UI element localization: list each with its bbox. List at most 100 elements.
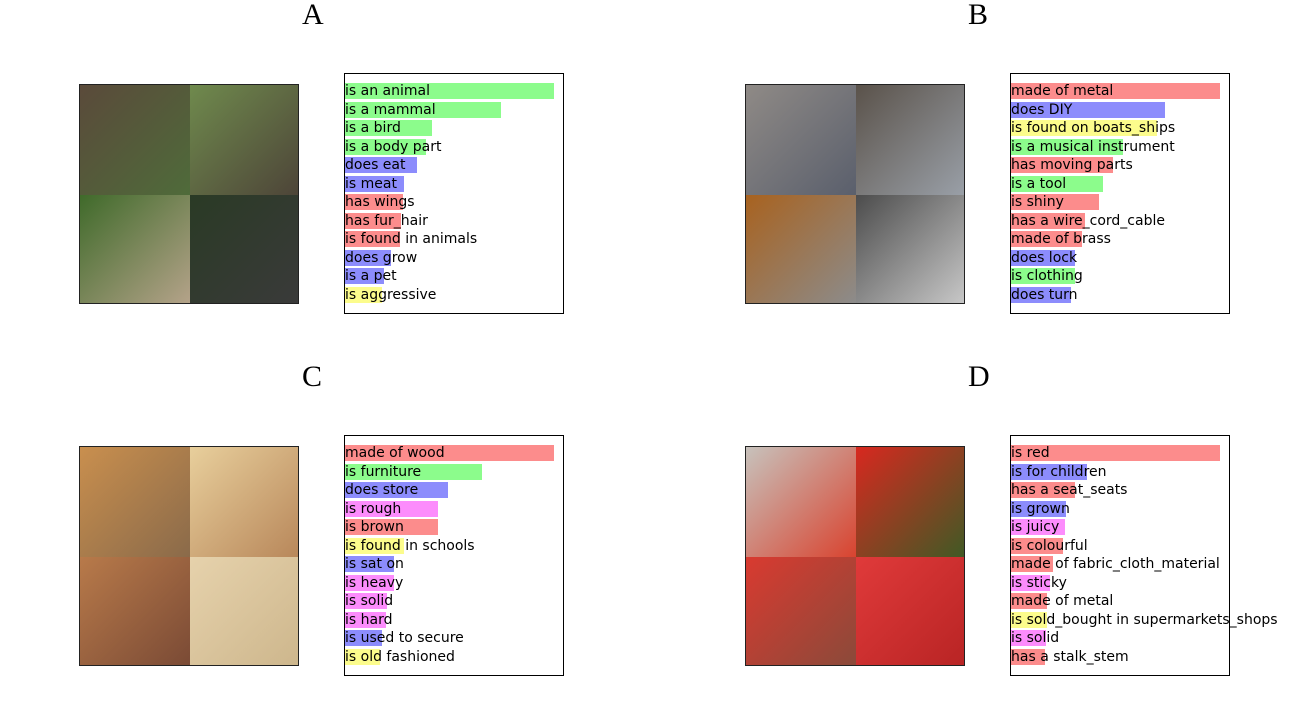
image-grid-c: [79, 446, 299, 666]
bar-label: is hard: [345, 611, 393, 628]
bar-row: does lock: [1011, 249, 1294, 266]
bar-fill: [345, 194, 403, 210]
bar-label: is a body part: [345, 138, 442, 155]
photo-vise: [746, 85, 856, 195]
panel-label-a: A: [302, 0, 324, 31]
bar-row: is for children: [1011, 463, 1294, 480]
bar-fill: [1011, 268, 1075, 284]
bar-label: made of fabric_cloth_material: [1011, 556, 1220, 572]
bar-fill: [345, 463, 482, 480]
bar-fill: [1011, 611, 1047, 628]
bar-fill: [345, 537, 404, 554]
bar-fill: [345, 593, 387, 609]
bar-label: is red: [1011, 445, 1050, 461]
bar-fill: [1011, 138, 1123, 155]
bar-label: made of wood: [345, 445, 445, 461]
bar-fill: [345, 101, 501, 118]
bar-row: is meat: [345, 175, 645, 192]
bar-row: is grown: [1011, 500, 1294, 517]
bar-fill: [345, 120, 432, 136]
bar-fill: [345, 574, 394, 591]
bar-label: has fur_hair: [345, 212, 428, 229]
bar-fill: [1011, 194, 1099, 210]
bar-label: does eat: [345, 157, 406, 173]
bar-label: is a tool: [1011, 175, 1067, 192]
bar-fill: [345, 175, 404, 192]
bar-label: is grown: [1011, 500, 1070, 517]
bar-label: has wings: [345, 194, 415, 210]
photo-raccoon-dog: [190, 85, 298, 195]
bar-row: has a wire_cord_cable: [1011, 212, 1294, 229]
bar-row: is a bird: [345, 120, 645, 136]
bar-label: is rough: [345, 500, 402, 517]
bar-row: is used to secure: [345, 630, 645, 646]
bar-row: is red: [1011, 445, 1294, 461]
bar-row: is found in animals: [345, 231, 645, 247]
photo-poinsettia: [856, 447, 964, 557]
bar-row: is an animal: [345, 83, 645, 99]
bar-label: is found in schools: [345, 537, 475, 554]
bar-row: is heavy: [345, 574, 645, 591]
bar-label: made of metal: [1011, 593, 1114, 609]
bar-label: is aggressive: [345, 286, 437, 303]
bar-label: is a mammal: [345, 101, 436, 118]
bar-fill: [345, 500, 438, 517]
bar-label: is meat: [345, 175, 397, 192]
bar-label: is solid: [345, 593, 394, 609]
panel-label-c: C: [302, 360, 323, 393]
bar-label: made of brass: [1011, 231, 1111, 247]
bar-fill: [1011, 648, 1045, 665]
panel-label-d: D: [968, 360, 990, 393]
bar-row: is solid: [1011, 630, 1294, 646]
bar-label: is juicy: [1011, 519, 1060, 535]
bar-fill: [345, 212, 401, 229]
image-grid-d: [745, 446, 965, 666]
bar-fill: [1011, 83, 1220, 99]
bar-label: is an animal: [345, 83, 430, 99]
bar-label: has a stalk_stem: [1011, 648, 1129, 665]
bar-row: is shiny: [1011, 194, 1294, 210]
bar-label: is furniture: [345, 463, 422, 480]
bar-label: does lock: [1011, 249, 1078, 266]
bar-row: made of metal: [1011, 593, 1294, 609]
image-grid-a: [79, 84, 299, 304]
bar-label: does store: [345, 482, 419, 498]
bar-fill: [345, 268, 384, 284]
bar-fill: [1011, 574, 1050, 591]
photo-fire-hydrant: [746, 557, 856, 665]
photo-firewood: [80, 447, 190, 557]
bar-row: has moving parts: [1011, 157, 1294, 173]
bar-fill: [1011, 445, 1220, 461]
bar-label: does turn: [1011, 286, 1078, 303]
panel-label-b: B: [968, 0, 989, 31]
bar-fill: [1011, 249, 1075, 266]
bar-fill: [1011, 630, 1046, 646]
bar-fill: [1011, 500, 1066, 517]
bar-fill: [345, 83, 554, 99]
bar-label: is heavy: [345, 574, 404, 591]
photo-wood-boards: [190, 557, 298, 665]
bar-fill: [345, 231, 400, 247]
bar-row: is hard: [345, 611, 645, 628]
bar-label: is a musical instrument: [1011, 138, 1175, 155]
bar-label: made of metal: [1011, 83, 1114, 99]
photo-lumber-planks: [190, 447, 298, 557]
bar-fill: [345, 519, 438, 535]
bar-fill: [1011, 556, 1053, 572]
bar-row: made of wood: [345, 445, 645, 461]
bar-row: has wings: [345, 194, 645, 210]
bar-fill: [1011, 286, 1071, 303]
photo-adjustable-wrench: [746, 195, 856, 303]
bar-row: is brown: [345, 519, 645, 535]
bar-row: is solid: [345, 593, 645, 609]
photo-red-hair-dryer: [746, 447, 856, 557]
bar-fill: [345, 648, 380, 665]
bar-label: has moving parts: [1011, 157, 1133, 173]
bar-fill: [1011, 212, 1085, 229]
bar-fill: [345, 611, 386, 628]
bar-label: has a seat_seats: [1011, 482, 1128, 498]
bar-row: is old fashioned: [345, 648, 645, 665]
bar-fill: [1011, 101, 1165, 118]
bar-row: is sat on: [345, 556, 645, 572]
